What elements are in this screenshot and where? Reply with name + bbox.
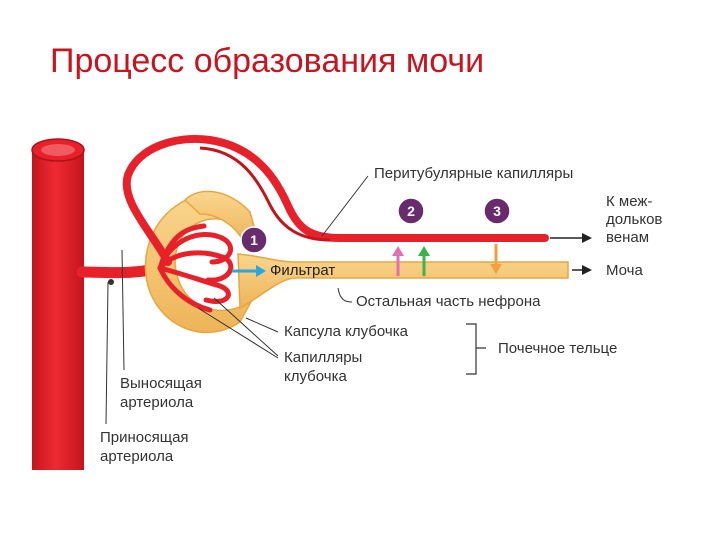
urine-outflow-arrow [572, 265, 592, 275]
peritubular-label: Перитубулярные капилляры [374, 165, 573, 182]
filtrate-label: Фильтрат [270, 262, 335, 279]
renal-tubule [237, 253, 569, 310]
rest-nephron-label: Остальная часть нефрона [356, 293, 541, 310]
capillaries-label-2: клубочка [284, 368, 347, 385]
marker-1: 1 [240, 226, 268, 254]
svg-text:1: 1 [250, 232, 258, 248]
svg-text:2: 2 [407, 203, 415, 219]
page-title: Процесс образования мочи [50, 42, 485, 80]
blood-outflow-arrow [550, 233, 592, 243]
capsule-label: Капсула клубочка [284, 323, 409, 340]
filtrate-arrow [232, 265, 266, 277]
efferent-arteriole [122, 135, 549, 266]
reabsorption-arrow-green [418, 246, 430, 276]
marker-3: 3 [483, 197, 511, 225]
svg-text:3: 3 [493, 203, 501, 219]
to-veins-label-2: дольков [606, 211, 662, 228]
reabsorption-arrow-pink [392, 246, 404, 276]
renal-body-bracket [466, 323, 486, 375]
efferent-label-1: Выносящая [120, 375, 202, 392]
capsule-top-arm [183, 190, 259, 246]
capillaries-label-1: Капилляры [284, 349, 362, 366]
afferent-label-1: Приносящая [100, 429, 189, 446]
efferent-label-2: артериола [120, 394, 194, 411]
leader-lines [105, 175, 369, 425]
marker-2: 2 [397, 197, 425, 225]
secretion-arrow [490, 244, 502, 274]
glomerulus-capillaries [157, 223, 234, 313]
afferent-dot [108, 279, 114, 285]
urine-label: Моча [606, 262, 643, 279]
peritubular-capillary [199, 146, 331, 242]
afferent-label-2: артериола [100, 448, 174, 465]
to-veins-label-1: К меж- [606, 193, 652, 210]
renal-body-label: Почечное тельце [498, 340, 617, 357]
interlobular-artery [31, 138, 85, 470]
to-veins-label-3: венам [606, 229, 649, 246]
